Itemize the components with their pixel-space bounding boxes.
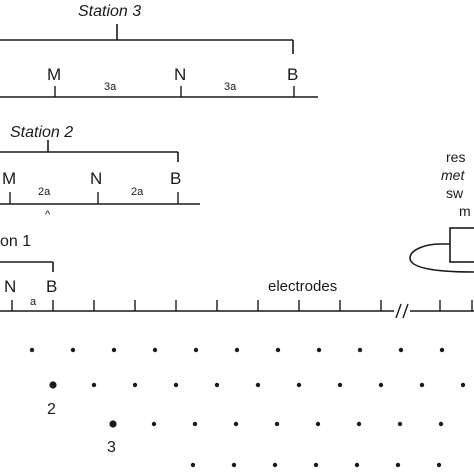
station-3-spacing-2: 3a bbox=[224, 81, 237, 93]
station-3-title: Station 3 bbox=[78, 3, 141, 20]
station-2-n-label: N bbox=[90, 169, 102, 188]
meter-text-2: met bbox=[441, 167, 465, 183]
pseudosection-dot bbox=[354, 462, 360, 468]
pseudosection-dot bbox=[398, 347, 404, 353]
pseudosection-dot bbox=[132, 382, 138, 388]
pseudosection-dot bbox=[192, 421, 198, 427]
station-3-b-label: B bbox=[287, 65, 298, 84]
station-2-spacing-2: 2a bbox=[131, 186, 144, 198]
pseudosection-dot bbox=[70, 347, 76, 353]
pseudosection-dot bbox=[29, 347, 35, 353]
pseudosection-dot bbox=[439, 347, 445, 353]
pseudosection-dot bbox=[190, 462, 196, 468]
pseudosection-dot bbox=[337, 382, 343, 388]
pseudosection-dot bbox=[234, 347, 240, 353]
meter-box bbox=[449, 227, 474, 263]
station-1-spacing: a bbox=[30, 296, 37, 308]
station-3-spacing-1: 3a bbox=[104, 81, 117, 93]
meter-text-4: m bbox=[459, 203, 471, 219]
electrodes-label: electrodes bbox=[268, 278, 337, 295]
meter-text-1: res bbox=[446, 149, 465, 165]
station-1: on 1 N B a bbox=[0, 233, 57, 308]
pseudosection-dot bbox=[109, 420, 117, 428]
resistivity-meter: res met sw m bbox=[409, 149, 474, 273]
meter-text-3: sw bbox=[446, 185, 464, 201]
pseudosection-dot bbox=[356, 421, 362, 427]
station-2-marker: ^ bbox=[45, 209, 51, 221]
pseudosection-dot bbox=[233, 421, 239, 427]
pseudosection-dot bbox=[274, 421, 280, 427]
pseudosection-dot bbox=[272, 462, 278, 468]
pseudosection-dot bbox=[357, 347, 363, 353]
pseudosection-dot bbox=[436, 462, 442, 468]
level-2-label: 2 bbox=[47, 401, 56, 418]
pseudosection-dot bbox=[91, 382, 97, 388]
level-3-label: 3 bbox=[107, 439, 116, 456]
station-2-b-label: B bbox=[170, 169, 181, 188]
station-3: Station 3 M N B 3a 3a bbox=[0, 3, 318, 98]
station-2-title: Station 2 bbox=[10, 124, 73, 141]
pseudosection-dot bbox=[397, 421, 403, 427]
pseudosection-dot bbox=[173, 382, 179, 388]
station-2-spacing-1: 2a bbox=[38, 186, 51, 198]
pseudosection-dot bbox=[231, 462, 237, 468]
pseudosection-dot bbox=[395, 462, 401, 468]
station-2-m-label: M bbox=[2, 169, 16, 188]
pseudosection-dot bbox=[438, 421, 444, 427]
station-1-title: on 1 bbox=[0, 233, 31, 250]
pseudosection-dot bbox=[193, 347, 199, 353]
pseudosection-dot bbox=[296, 382, 302, 388]
pseudosection-dot bbox=[49, 381, 57, 389]
meter-cable bbox=[409, 243, 474, 273]
pseudosection-dot bbox=[315, 421, 321, 427]
station-3-m-label: M bbox=[47, 65, 61, 84]
pseudosection-dots bbox=[29, 347, 466, 468]
pseudosection-dot bbox=[275, 347, 281, 353]
electrode-array: electrodes bbox=[0, 278, 474, 319]
station-3-n-label: N bbox=[174, 65, 186, 84]
station-2: Station 2 M N B 2a 2a ^ bbox=[0, 124, 200, 221]
station-1-b-label: B bbox=[46, 277, 57, 296]
pseudosection-dot bbox=[460, 382, 466, 388]
line-break-symbol bbox=[395, 303, 409, 319]
pseudosection-dot bbox=[151, 421, 157, 427]
pseudosection-dot bbox=[152, 347, 158, 353]
pseudosection-dot bbox=[316, 347, 322, 353]
pseudosection-dot bbox=[313, 462, 319, 468]
pseudosection-dot bbox=[419, 382, 425, 388]
pseudosection-dot bbox=[378, 382, 384, 388]
pseudosection-dot bbox=[255, 382, 261, 388]
station-1-n-label: N bbox=[4, 277, 16, 296]
pseudosection-dot bbox=[214, 382, 220, 388]
electrode-ticks bbox=[11, 300, 473, 311]
pseudosection-dot bbox=[111, 347, 117, 353]
